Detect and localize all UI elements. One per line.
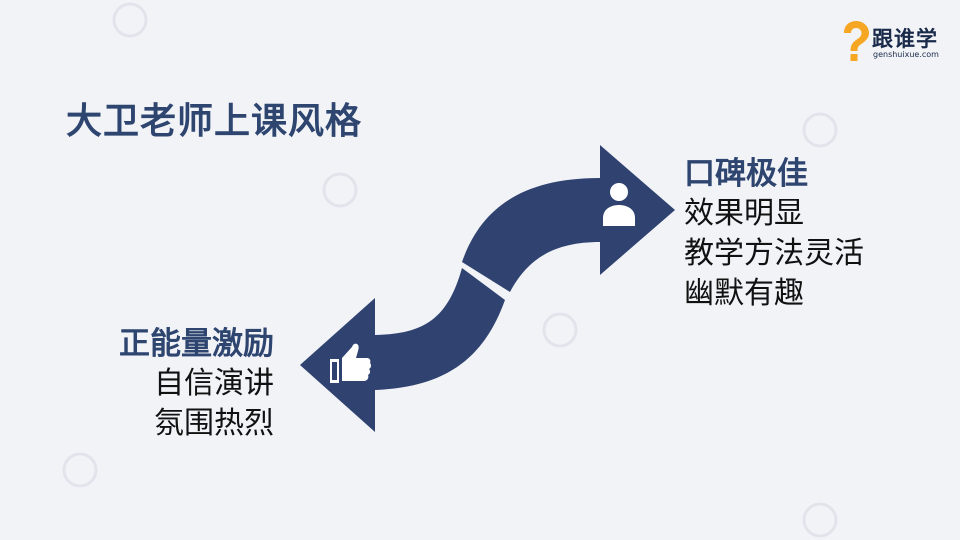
left-heading: 正能量激励 [119,326,274,362]
right-line: 教学方法灵活 [684,236,864,271]
left-line: 氛围热烈 [154,406,274,441]
upper-arrow [462,145,675,292]
left-text-block: 正能量激励 自信演讲 氛围热烈 [84,324,274,444]
thumbs-up-icon [330,343,372,383]
person-icon [603,183,635,226]
logo-name: 跟谁学 [872,27,938,51]
right-text-block: 口碑极佳 效果明显 教学方法灵活 幽默有趣 [684,154,864,314]
right-line: 效果明显 [684,196,804,231]
slide-title: 大卫老师上课风格 [66,101,363,142]
lower-arrow [300,268,505,432]
right-line: 幽默有趣 [684,276,804,311]
logo-url: genshuixue.com [873,50,939,59]
left-line: 自信演讲 [154,366,274,401]
question-mark-logo-icon [844,21,869,61]
brand-logo[interactable]: 跟谁学 genshuixue.com [838,20,948,64]
right-heading: 口碑极佳 [684,156,808,192]
